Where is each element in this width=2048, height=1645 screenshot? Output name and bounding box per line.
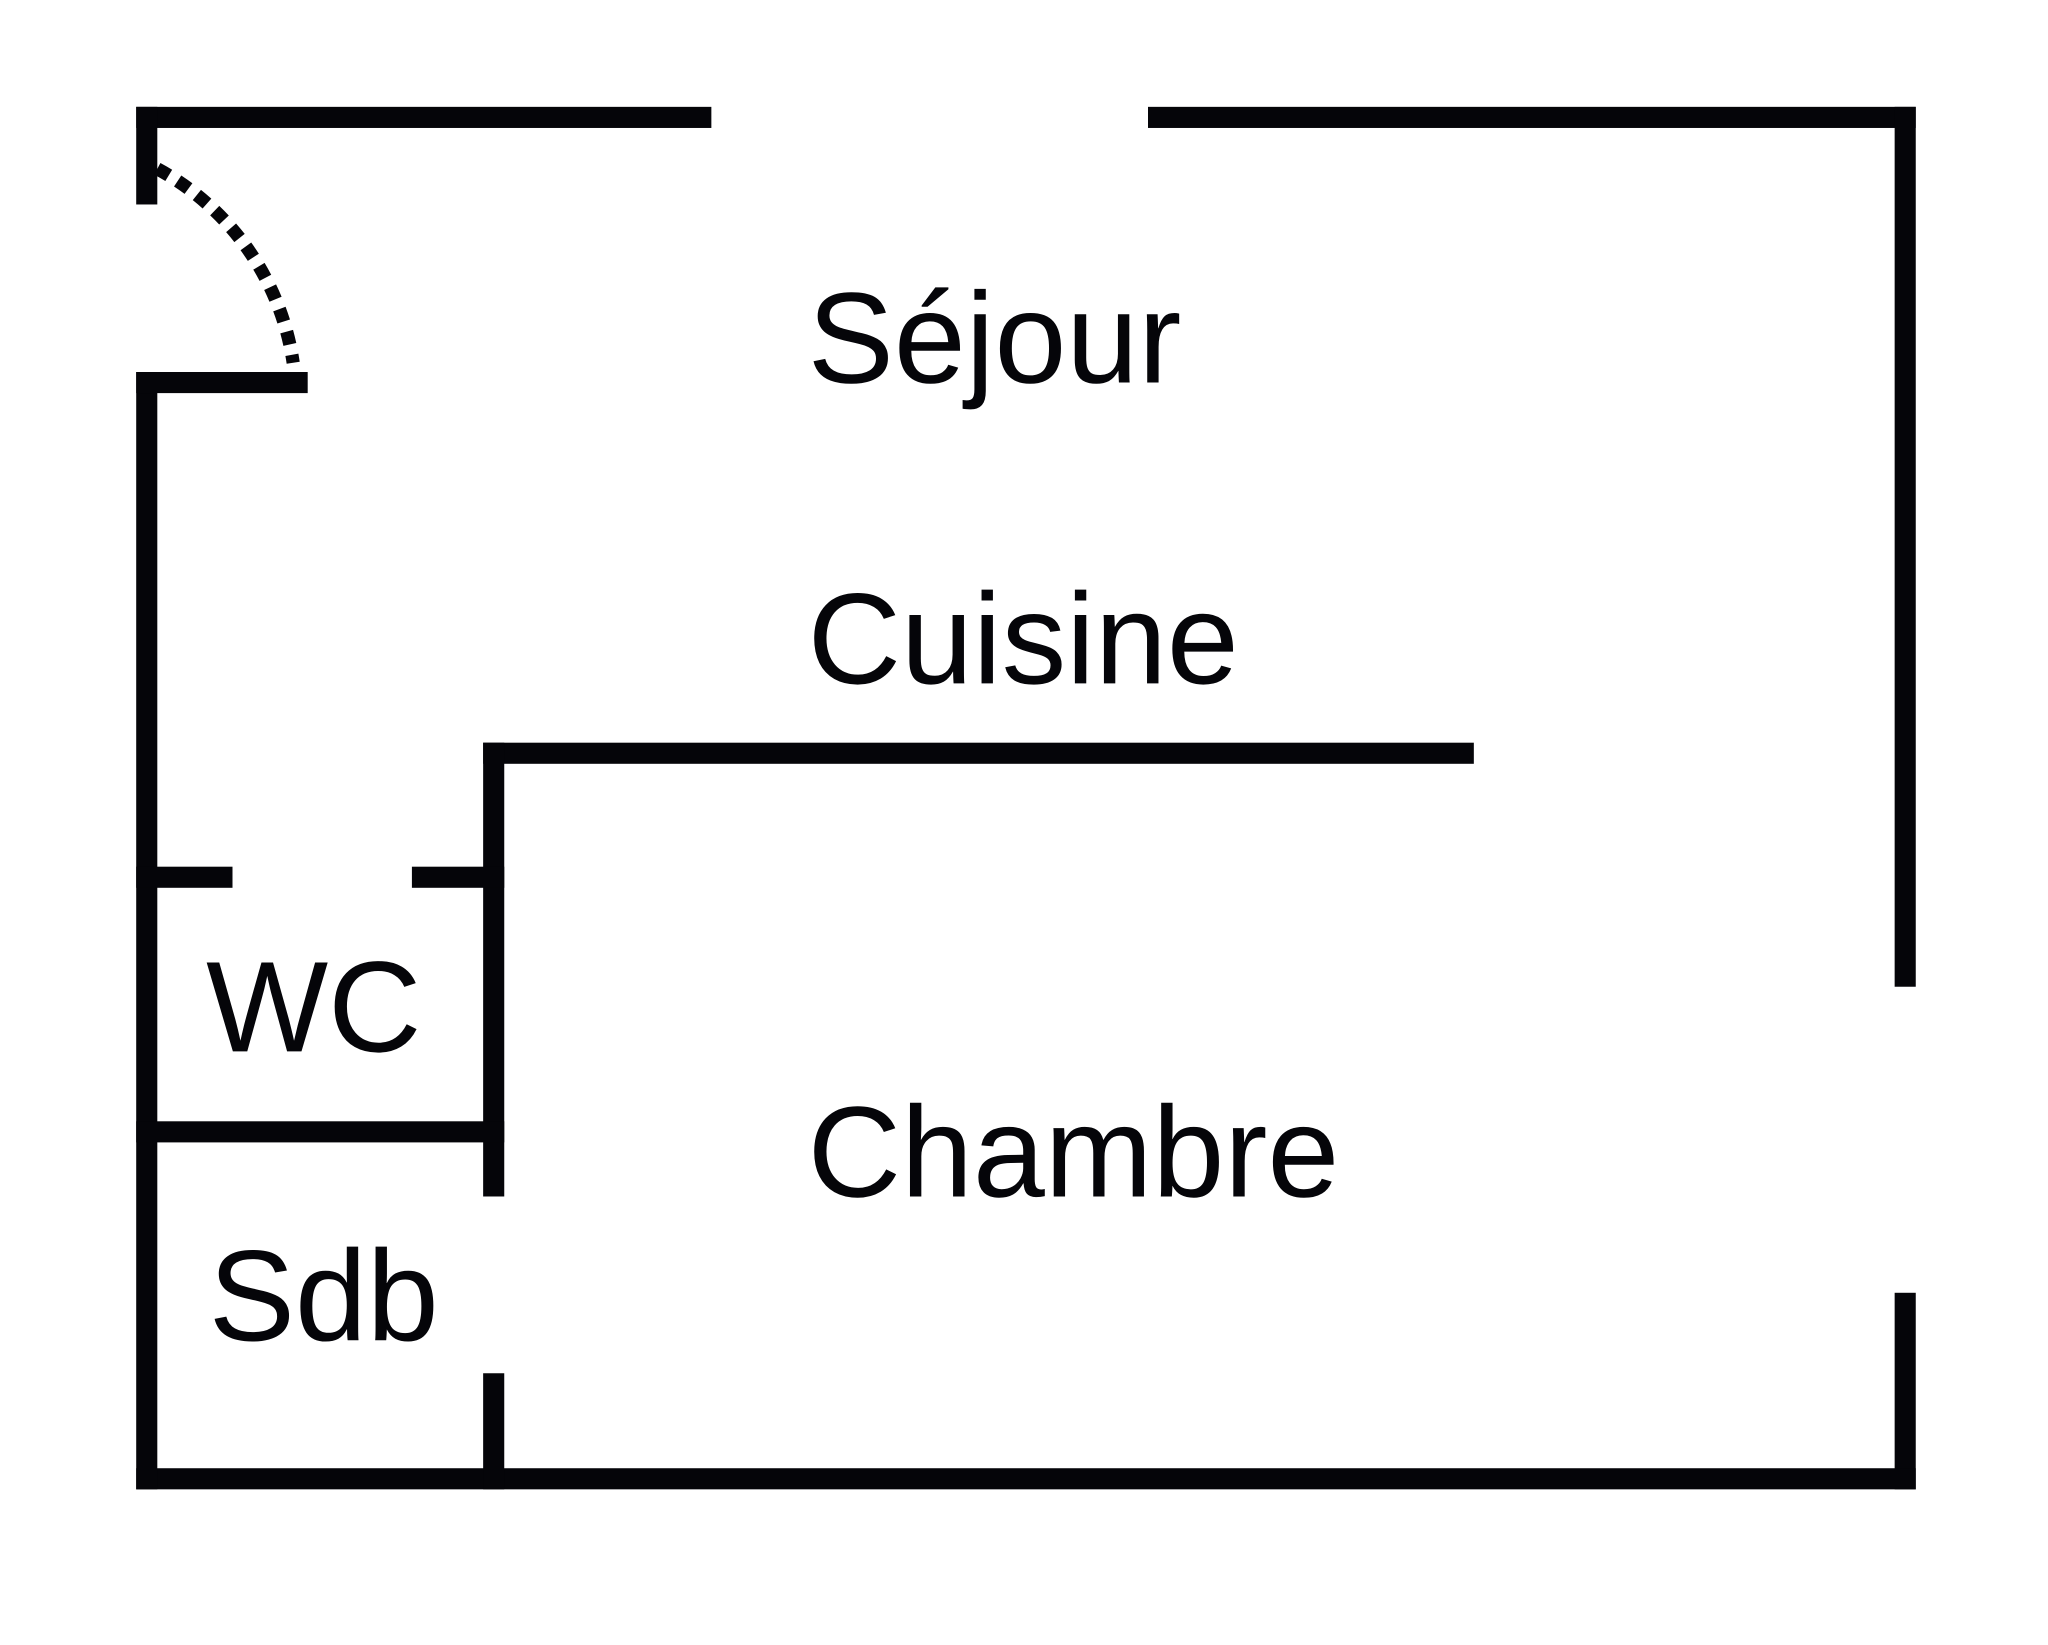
- door-swing-arc: [154, 163, 300, 364]
- wall-top-left: [136, 106, 712, 128]
- wall-bottom: [136, 1468, 1916, 1490]
- room-label-wc: WC: [206, 935, 421, 1079]
- wall-left: [136, 372, 158, 1490]
- wall-inner-vertical-upper: [483, 742, 505, 1197]
- wall-kitchen-partition: [483, 742, 1474, 764]
- wall-door-jamb: [136, 372, 308, 394]
- wall-wc-top-left: [136, 866, 233, 888]
- room-label-sejour: Séjour: [808, 267, 1182, 411]
- room-label-chambre: Chambre: [808, 1080, 1340, 1224]
- wall-right-upper: [1894, 106, 1916, 987]
- wall-right-lower: [1894, 1292, 1916, 1490]
- walls: [136, 106, 1916, 1490]
- room-label-cuisine: Cuisine: [808, 567, 1239, 711]
- room-label-sdb: Sdb: [209, 1224, 439, 1368]
- wall-wc-sdb-divider: [136, 1121, 505, 1143]
- wall-inner-vertical-lower: [483, 1373, 505, 1490]
- wall-wc-top-right: [411, 866, 505, 888]
- wall-top-right: [1148, 106, 1916, 128]
- wall-entry-stub: [136, 106, 158, 205]
